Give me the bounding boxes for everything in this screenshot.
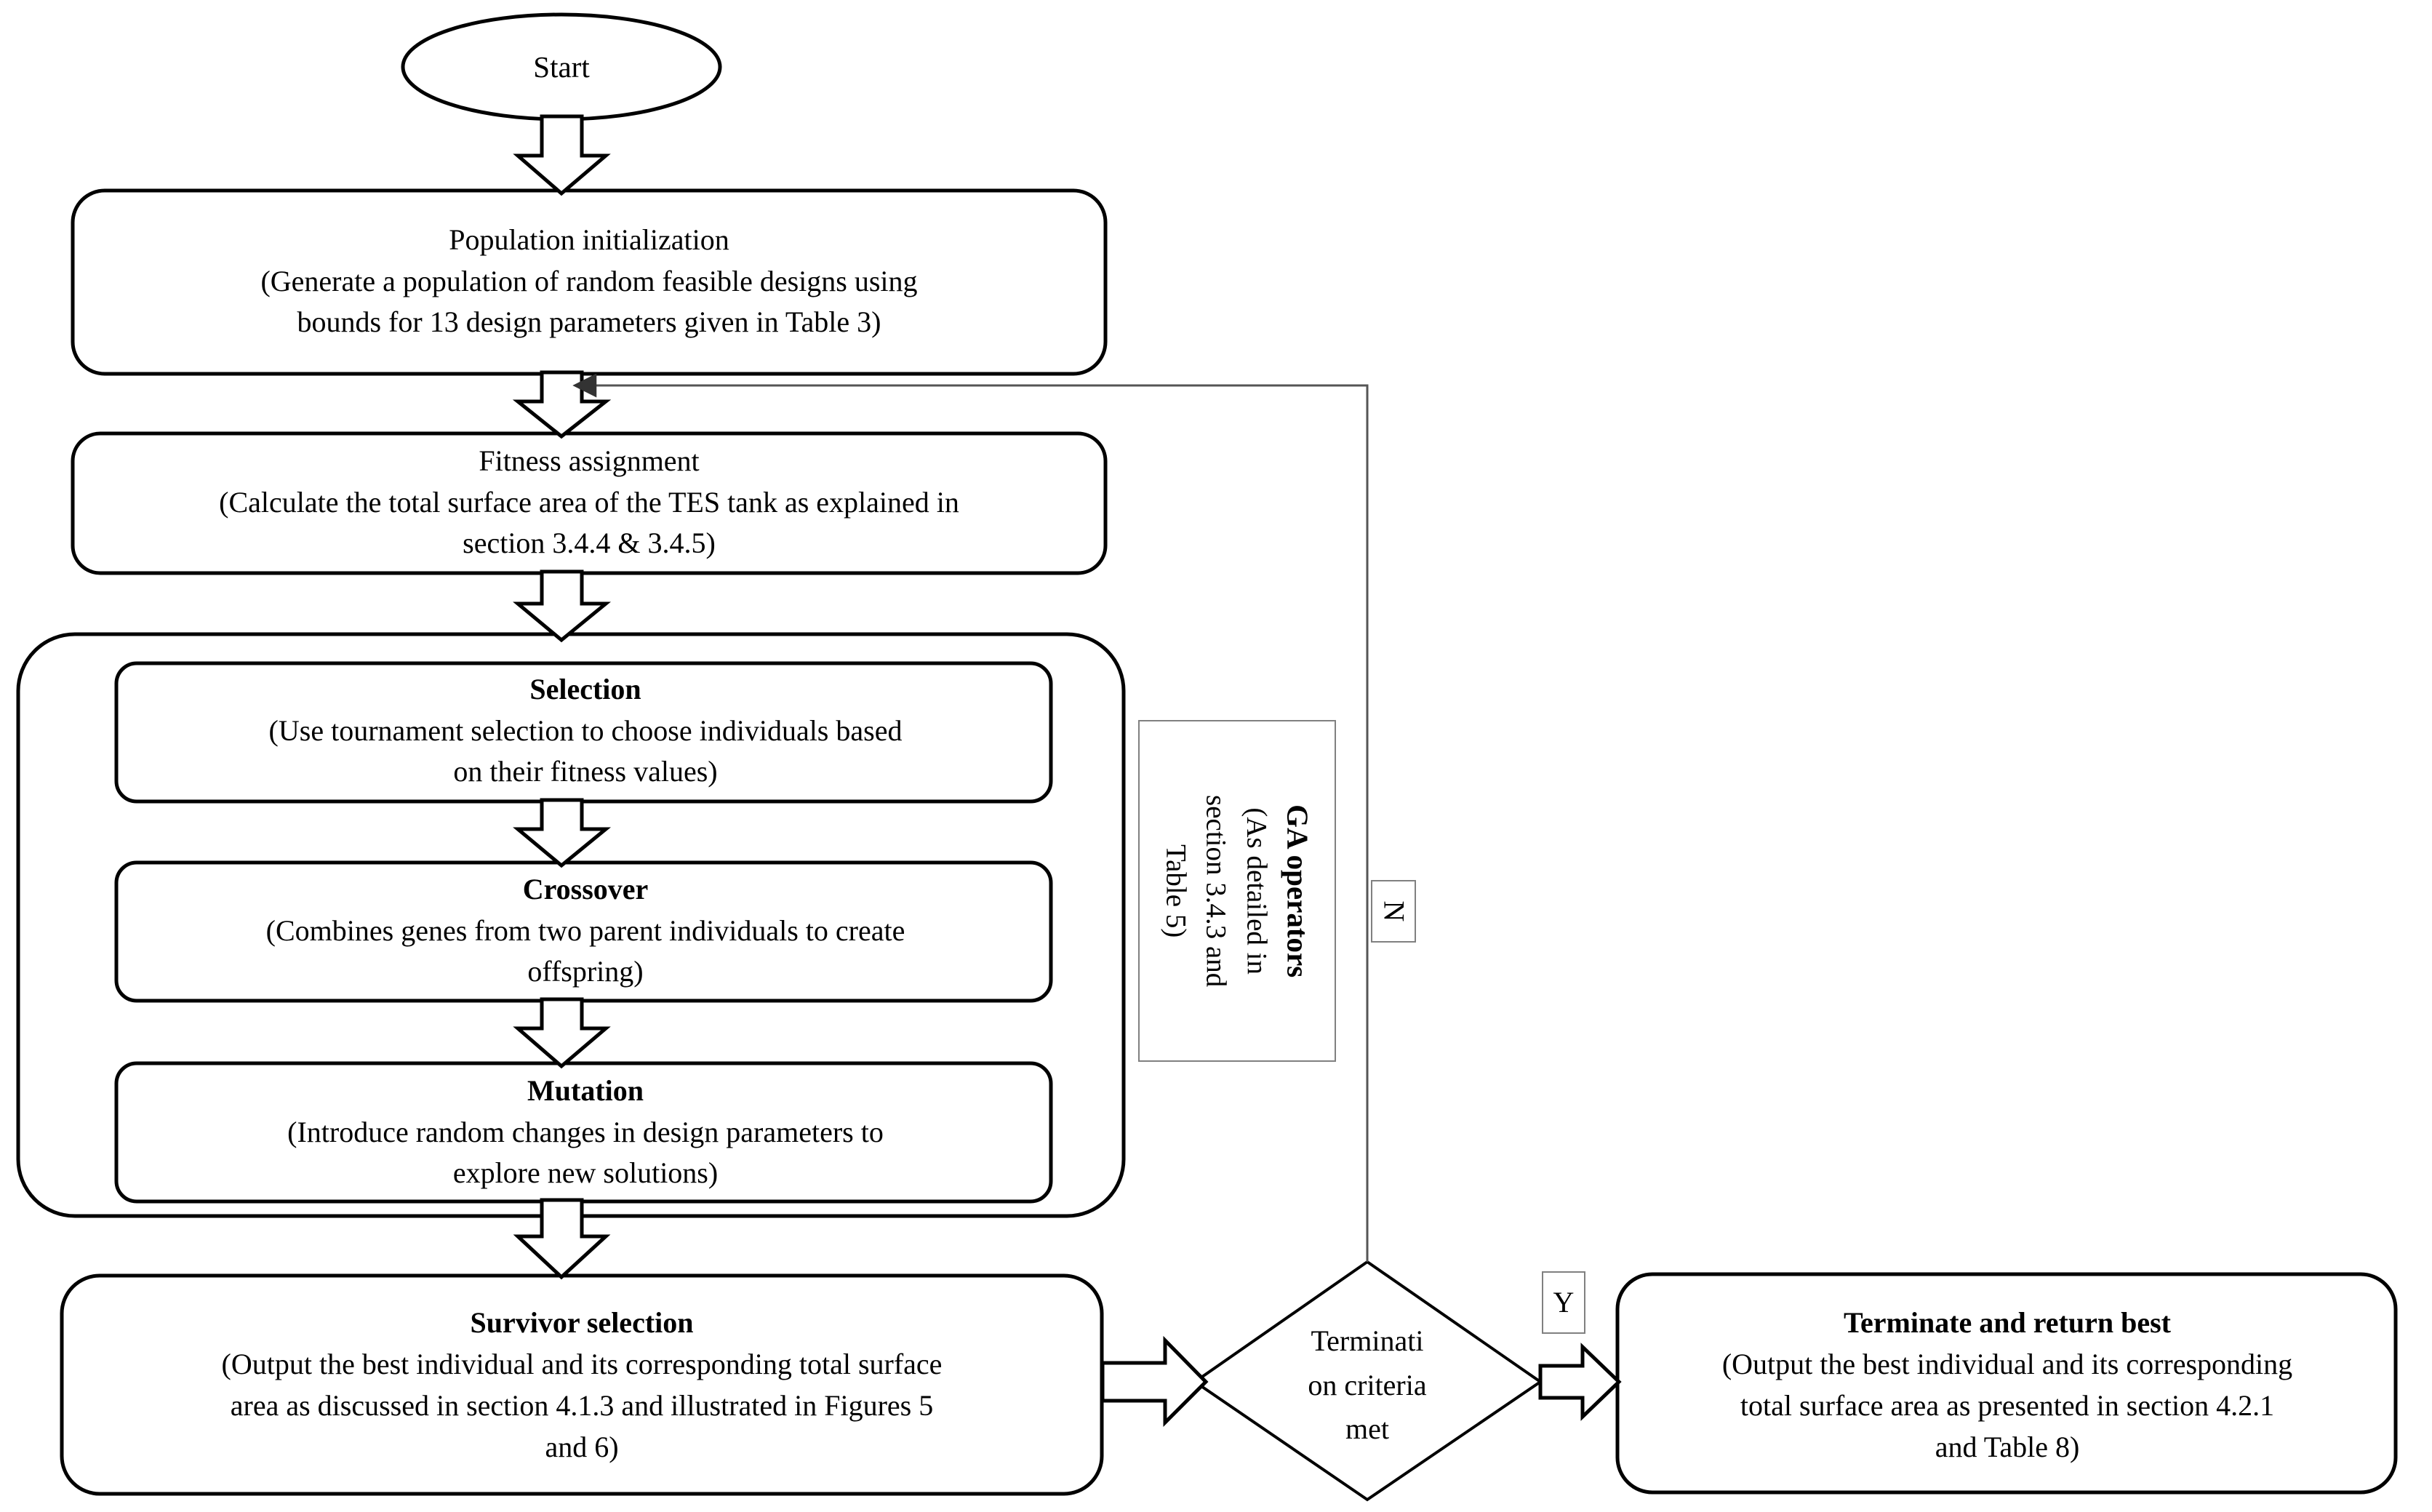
arrow-mutation-to-survivor	[513, 1198, 611, 1280]
arrow-survivor-to-decision	[1100, 1335, 1209, 1428]
survivor-selection-label: Survivor selection (Output the best indi…	[221, 1306, 943, 1463]
arrow-fitness-to-selection	[513, 569, 611, 643]
edge-label-yes-text: Y	[1553, 1286, 1575, 1319]
mutation-label: Mutation (Introduce random changes in de…	[287, 1073, 884, 1190]
edge-label-no: N	[1371, 880, 1416, 943]
arrow-start-to-population	[513, 114, 611, 196]
terminate-return-best-label: Terminate and return best (Output the be…	[1721, 1306, 2293, 1463]
population-initialization-label: Population initialization (Generate a po…	[260, 223, 918, 339]
ga-operators-rotated-text: GA operators (As detailed in section 3.4…	[1160, 794, 1315, 988]
crossover-label: Crossover (Combines genes from two paren…	[265, 872, 905, 988]
arrow-population-to-fitness	[512, 370, 612, 439]
fitness-assignment-label: Fitness assignment (Calculate the total …	[219, 444, 959, 560]
start-node-label: Start	[533, 49, 590, 84]
edge-label-yes: Y	[1542, 1271, 1585, 1334]
selection-label: Selection (Use tournament selection to c…	[268, 672, 903, 788]
arrow-crossover-to-mutation	[513, 997, 611, 1069]
ga-operators-group-label: GA operators (As detailed in section 3.4…	[1138, 720, 1336, 1062]
termination-decision-label: Terminati on criteria met	[1308, 1324, 1427, 1446]
edge-label-no-text: N	[1377, 900, 1410, 922]
arrow-decision-to-terminate	[1538, 1343, 1622, 1421]
arrow-selection-to-crossover	[513, 798, 611, 868]
